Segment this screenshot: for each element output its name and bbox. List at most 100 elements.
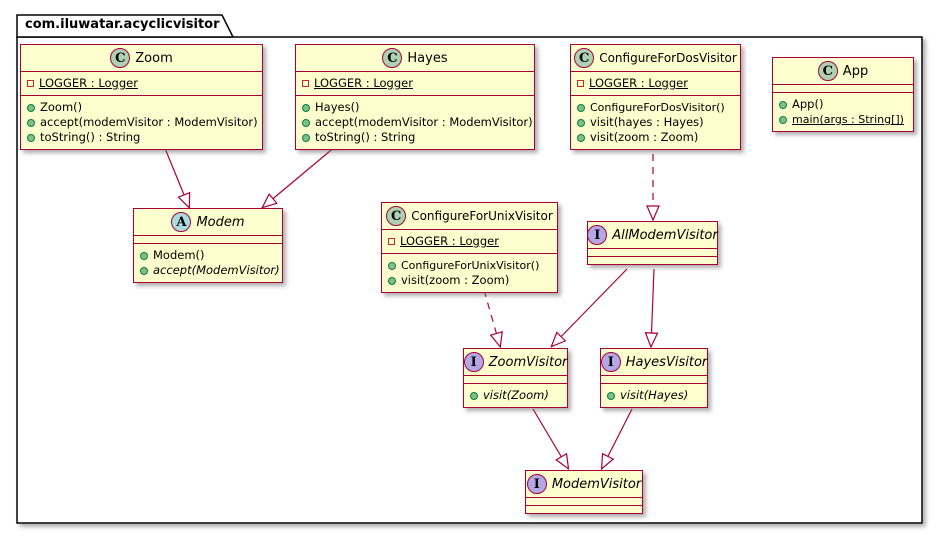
method-text: toString() : String [40,130,141,144]
class-name: Hayes [407,50,448,66]
method-row: visit(Hayes) [607,388,701,403]
class-box-hayes: C Hayes LOGGER : Logger Hayes() accept(m… [295,44,535,150]
public-method-icon [388,261,396,270]
fields-section-empty [773,84,913,92]
class-name: Zoom [135,50,173,66]
class-box-modem: A Modem Modem() accept(ModemVisitor) [133,208,283,283]
fields-section-empty [464,375,567,383]
method-row: toString() : String [27,130,256,145]
methods-section: ConfigureForUnixVisitor() visit(zoom : Z… [382,253,557,292]
package-tab [16,14,235,38]
class-title: C Zoom [21,45,262,71]
fields-section-empty [134,235,282,243]
field-row: LOGGER : Logger [388,234,551,249]
fields-section: LOGGER : Logger [21,71,262,95]
private-field-icon [27,80,34,87]
class-box-allmodemvisitor: I AllModemVisitor [587,221,718,265]
method-text: accept(ModemVisitor) [153,263,280,277]
field-text: LOGGER : Logger [400,234,499,248]
public-method-icon [779,100,787,109]
edge-hayes-extends-modem [263,140,343,207]
public-method-icon [388,276,396,285]
public-method-icon [607,391,615,400]
class-title: A Modem [134,209,282,235]
field-text: LOGGER : Logger [589,76,688,90]
public-method-icon [577,103,585,112]
fields-section-empty [588,248,717,256]
class-title: C ConfigureForDosVisitor [571,45,740,71]
field-row: LOGGER : Logger [302,76,528,91]
class-title: C ConfigureForUnixVisitor [382,203,557,229]
method-row: accept(ModemVisitor) [140,263,280,278]
class-box-zoomvisitor: I ZoomVisitor visit(Zoom) [463,348,568,408]
method-row: App() [779,97,907,112]
method-text: toString() : String [315,130,416,144]
method-text: visit(Hayes) [620,388,689,402]
class-stereotype-icon: C [382,48,403,68]
class-title: C App [773,58,913,84]
methods-section: Modem() accept(ModemVisitor) [134,243,282,282]
method-text: App() [792,97,824,111]
field-row: LOGGER : Logger [577,76,734,91]
public-method-icon [577,118,585,127]
public-method-icon [27,118,35,127]
method-row: Zoom() [27,100,256,115]
fields-section: LOGGER : Logger [571,71,740,95]
class-name: HayesVisitor [625,354,708,370]
method-text: Hayes() [315,100,360,114]
public-method-icon [779,115,787,124]
methods-section: ConfigureForDosVisitor() visit(hayes : H… [571,95,740,149]
fields-section: LOGGER : Logger [296,71,534,95]
field-row: LOGGER : Logger [27,76,256,91]
method-text: visit(zoom : Zoom) [401,273,510,287]
fields-section-empty [601,375,707,383]
class-name: App [842,63,869,79]
package-title: com.iluwatar.acyclicvisitor [25,17,220,32]
class-title: I AllModemVisitor [587,222,718,248]
edge-allmodemvisitor-extends-hayesvisitor [651,268,654,346]
method-row: main(args : String[]) [779,112,907,127]
public-method-icon [302,133,310,142]
class-box-configurefordosvisitor: C ConfigureForDosVisitor LOGGER : Logger… [570,44,741,150]
methods-section-empty [526,505,642,513]
class-stereotype-icon: C [574,48,595,68]
field-text: LOGGER : Logger [314,76,413,90]
class-title: I ModemVisitor [526,471,642,497]
edge-zoom-extends-modem [161,140,189,207]
method-text: Zoom() [40,100,83,114]
private-field-icon [577,80,584,87]
private-field-icon [302,80,309,87]
method-text: visit(zoom : Zoom) [590,130,699,144]
private-field-icon [388,238,395,245]
method-row: accept(modemVisitor : ModemVisitor) [27,115,258,130]
method-text: visit(Zoom) [483,388,549,402]
method-text: Modem() [153,248,205,262]
fields-section: LOGGER : Logger [382,229,557,253]
class-title: I HayesVisitor [600,349,708,375]
method-row: accept(modemVisitor : ModemVisitor) [302,115,533,130]
class-box-app: C App App() main(args : String[]) [772,57,914,132]
fields-section-empty [526,497,642,505]
method-text: ConfigureForDosVisitor() [590,101,725,114]
class-name: AllModemVisitor [612,227,718,243]
method-row: Hayes() [302,100,528,115]
class-title: C Hayes [296,45,534,71]
abstract-stereotype-icon: A [171,212,192,232]
edge-zoomvisitor-extends-modemvisitor [532,408,568,468]
method-text: visit(hayes : Hayes) [590,115,704,129]
method-text: accept(modemVisitor : ModemVisitor) [315,115,533,129]
class-stereotype-icon: C [386,206,407,226]
class-name: ConfigureForUnixVisitor [411,209,553,223]
class-title: I ZoomVisitor [463,349,567,375]
method-row: visit(Zoom) [470,388,561,403]
method-text: main(args : String[]) [792,113,904,126]
edge-allmodemvisitor-extends-zoomvisitor [552,268,628,346]
method-row: visit(zoom : Zoom) [388,273,551,288]
public-method-icon [302,103,310,112]
method-row: toString() : String [302,130,528,145]
method-text: ConfigureForUnixVisitor() [401,259,540,272]
public-method-icon [27,103,35,112]
field-text: LOGGER : Logger [39,76,138,90]
public-method-icon [470,391,478,400]
